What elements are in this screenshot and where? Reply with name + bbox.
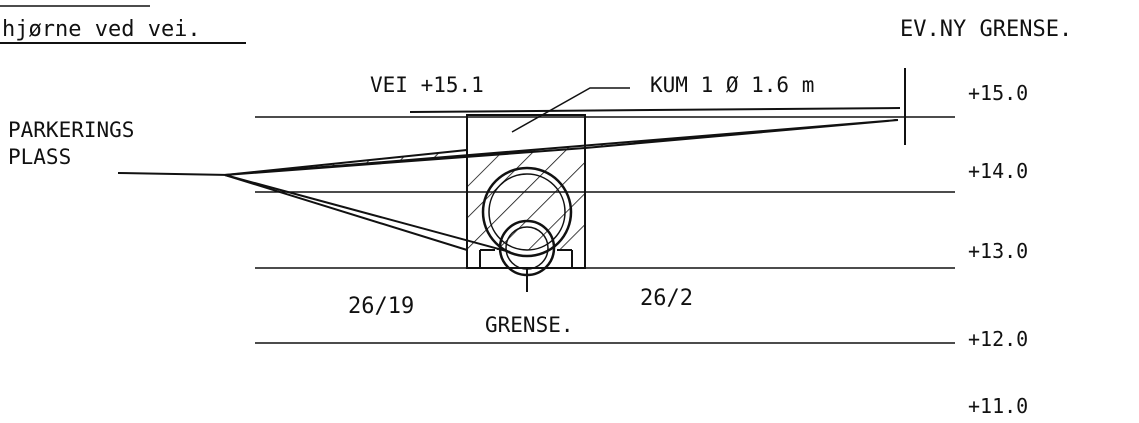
plot-right-label: 26/2 — [640, 286, 693, 311]
title-fragment: hjørne ved vei. — [2, 17, 201, 42]
new-boundary-label: EV.NY GRENSE. — [900, 17, 1072, 42]
manhole-label: KUM 1 Ø 1.6 m — [650, 73, 814, 97]
hatched-fill-area — [224, 119, 899, 252]
pipe-large — [481, 166, 573, 258]
road-label: VEI +15.1 — [370, 73, 484, 97]
parking-label-line2: PLASS — [8, 145, 71, 169]
parking-ground-line — [117, 172, 231, 176]
plot-left-label: 26/19 — [348, 294, 414, 319]
fill-bottom-edge — [224, 174, 511, 253]
level-label-13: +13.0 — [968, 239, 1028, 263]
parking-label-line1: PARKERINGS — [8, 118, 134, 142]
road-surface — [409, 107, 901, 113]
level-label-12: +12.0 — [968, 327, 1028, 351]
level-label-11: +11.0 — [968, 394, 1028, 418]
level-label-15: +15.0 — [968, 81, 1028, 105]
level-label-14: +14.0 — [968, 159, 1028, 183]
boundary-label: GRENSE. — [485, 313, 574, 337]
